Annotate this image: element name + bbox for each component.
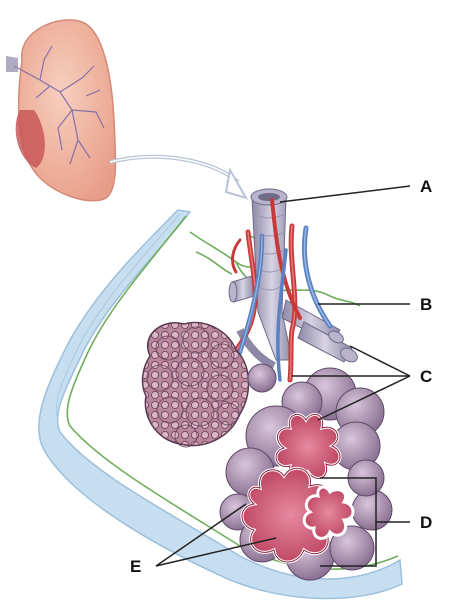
capillary-covered-alveoli — [141, 321, 250, 448]
leader-line-c3 — [317, 375, 411, 421]
leader-line-e1 — [155, 503, 247, 567]
label-c: C — [420, 367, 432, 386]
label-a: A — [420, 177, 432, 196]
leader-line-e2 — [155, 537, 277, 567]
leader-line-a — [279, 185, 411, 203]
alveolar-sac-cutaway — [240, 412, 355, 564]
zoom-arrow — [109, 154, 249, 200]
leader-lines — [155, 185, 411, 567]
label-d: D — [420, 513, 432, 532]
leader-line-c1 — [349, 345, 411, 377]
label-b: B — [420, 295, 432, 314]
label-e: E — [130, 557, 141, 576]
lung-illustration — [6, 19, 117, 202]
